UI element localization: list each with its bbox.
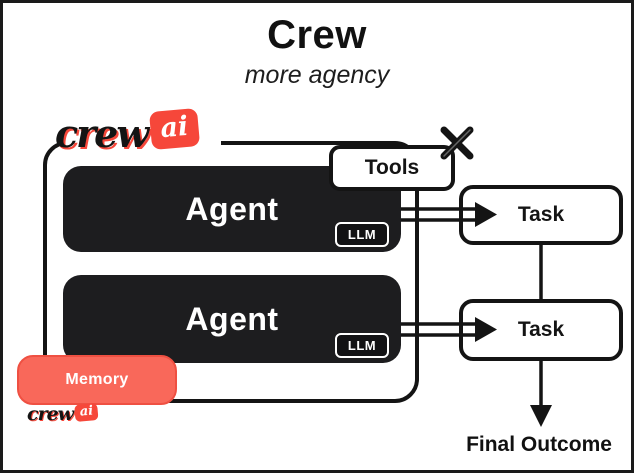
tools-label: Tools	[364, 156, 420, 179]
crewai-logo: crew ai	[55, 108, 200, 157]
task-label: Task	[517, 318, 565, 341]
agent-node-1: Agent LLM	[63, 166, 401, 252]
llm-badge: LLM	[335, 222, 389, 247]
llm-badge: LLM	[335, 333, 389, 358]
task-node-1: Task	[459, 185, 623, 245]
tools-node: Tools	[329, 145, 455, 191]
agent-node-2: Agent LLM	[63, 275, 401, 363]
crewai-ai-badge: ai	[74, 402, 99, 422]
crewai-wordmark: crew	[55, 111, 149, 156]
crewai-ai-badge: ai	[149, 108, 200, 151]
agent-label: Agent	[185, 300, 279, 337]
task-label: Task	[517, 203, 565, 226]
crewai-logo-small: crew ai	[27, 402, 99, 426]
task-node-2: Task	[459, 299, 623, 361]
page-subtitle: more agency	[244, 61, 390, 89]
page-title: Crew	[267, 13, 367, 57]
crewai-wordmark: crew	[27, 403, 74, 425]
arrow-task2-final	[530, 361, 552, 427]
crossed-tools-icon	[433, 119, 481, 167]
memory-label: Memory	[65, 371, 129, 388]
agent-label: Agent	[185, 190, 279, 227]
final-outcome-label: Final Outcome	[466, 433, 612, 456]
memory-node: Memory	[17, 355, 177, 405]
